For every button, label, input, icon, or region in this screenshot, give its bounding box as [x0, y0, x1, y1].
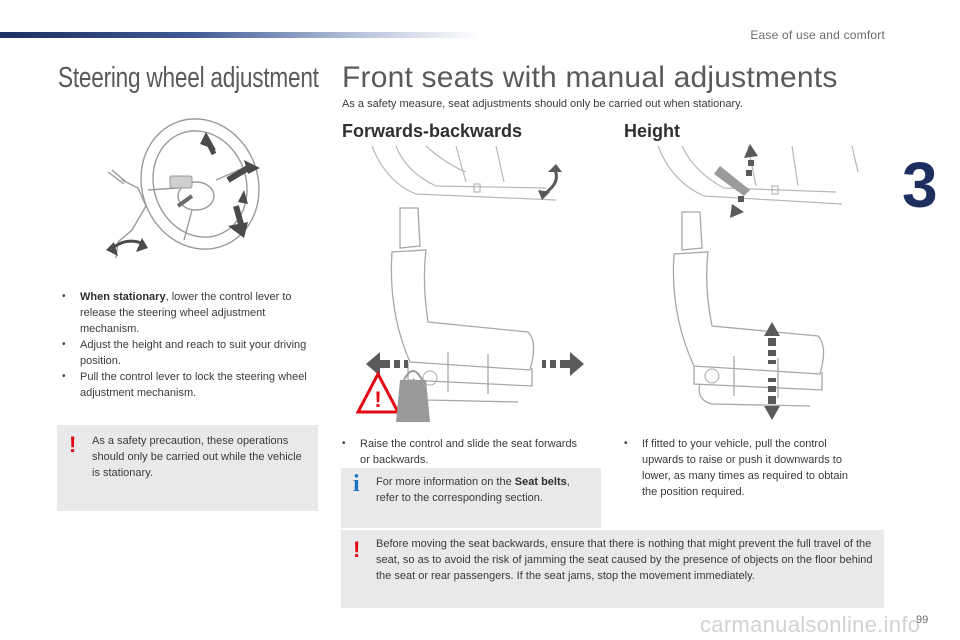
- seat-warning-note: ! Before moving the seat backwards, ensu…: [341, 530, 884, 608]
- list-item: • Pull the control lever to lock the ste…: [62, 371, 307, 399]
- warning-text: As a safety precaution, these operations…: [92, 435, 302, 479]
- info-text: For more information on the Seat belts, …: [376, 476, 570, 504]
- warning-text: Before moving the seat backwards, ensure…: [376, 538, 873, 582]
- height-heading: Height: [624, 121, 680, 141]
- caution-triangle-icon: [355, 370, 401, 414]
- front-seats-subtitle: As a safety measure, seat adjustments sh…: [342, 98, 743, 110]
- info-icon: i: [353, 471, 360, 497]
- seat-side-closeup-illustration: [366, 142, 576, 208]
- steering-warning-note: ! As a safety precaution, these operatio…: [57, 425, 318, 511]
- seat-belts-info-note: i For more information on the Seat belts…: [341, 468, 601, 528]
- list-item: • Adjust the height and reach to suit yo…: [62, 339, 307, 367]
- forwards-steps-list: • Raise the control and slide the seat f…: [342, 436, 582, 468]
- height-steps-list: • If fitted to your vehicle, pull the co…: [624, 436, 864, 500]
- seat-forwards-backwards-illustration: !: [348, 202, 590, 424]
- front-seats-title: Front seats with manual adjustments: [342, 61, 838, 94]
- seat-height-closeup-illustration: [652, 142, 870, 218]
- warning-icon: !: [353, 537, 361, 562]
- svg-text:!: !: [374, 387, 381, 412]
- steering-wheel-illustration: [88, 110, 278, 268]
- list-item: • Raise the control and slide the seat f…: [342, 438, 578, 466]
- header-accent-bar: [0, 32, 480, 38]
- watermark: carmanualsonline.info: [700, 612, 921, 637]
- section-title: Ease of use and comfort: [750, 28, 885, 42]
- warning-icon: !: [69, 432, 77, 457]
- forwards-backwards-heading: Forwards-backwards: [342, 121, 523, 141]
- steering-wheel-title: Steering wheel adjustment: [58, 62, 319, 94]
- chapter-number: 3: [902, 149, 938, 221]
- list-item: • When stationary, lower the control lev…: [62, 291, 292, 335]
- page-number: 99: [916, 614, 929, 626]
- steering-steps-list: • When stationary, lower the control lev…: [62, 289, 312, 401]
- seat-height-illustration: [660, 206, 860, 424]
- list-item: • If fitted to your vehicle, pull the co…: [624, 438, 849, 498]
